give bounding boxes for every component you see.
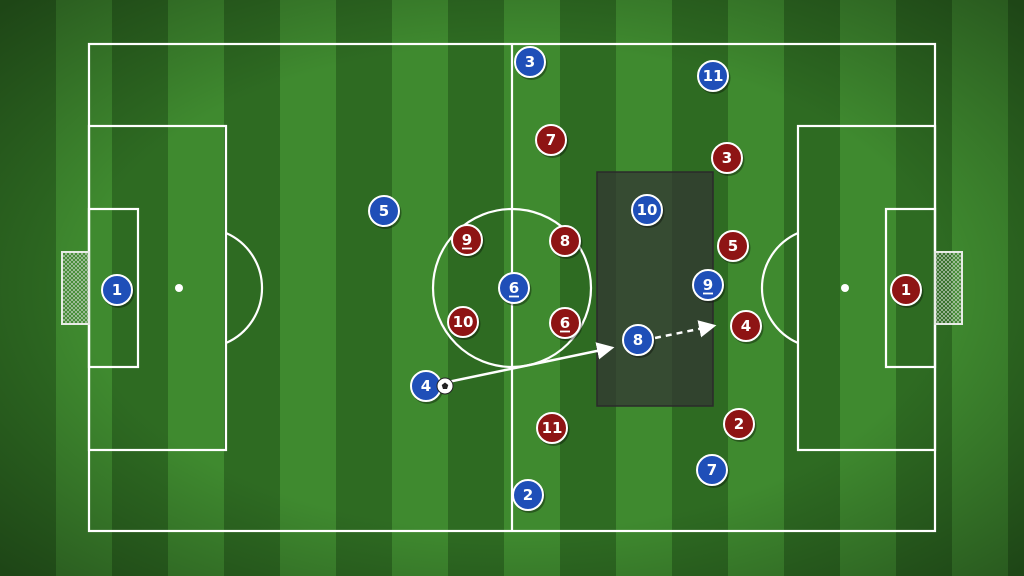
red-player-number: 8 <box>560 232 570 250</box>
red-player-number: 4 <box>741 317 751 335</box>
red-player-marker <box>711 142 743 174</box>
blue-player-marker <box>512 479 544 511</box>
blue-player-3: 3 <box>514 46 548 80</box>
blue-player-number: 3 <box>525 53 535 71</box>
center-circle <box>431 207 593 369</box>
blue-player-number: 10 <box>637 201 658 219</box>
red-player-number: 10 <box>453 313 474 331</box>
left-goal <box>61 251 90 325</box>
blue-player-number: 9 <box>703 276 713 294</box>
blue-player-marker <box>631 194 663 226</box>
red-player-marker <box>451 224 483 256</box>
red-player-10: 10 <box>447 306 481 340</box>
left-penalty-arc <box>225 231 264 345</box>
red-player-4: 4 <box>730 310 764 344</box>
red-player-number: 6 <box>560 314 570 332</box>
blue-player-10: 10 <box>631 194 665 228</box>
red-player-number: 11 <box>542 419 563 437</box>
red-player-marker <box>549 225 581 257</box>
blue-player-number: 5 <box>379 202 389 220</box>
left-penalty-spot <box>175 284 183 292</box>
blue-player-number: 11 <box>703 67 724 85</box>
blue-player-11: 11 <box>697 60 731 94</box>
red-player-marker <box>549 307 581 339</box>
red-player-marker <box>730 310 762 342</box>
red-player-number: 9 <box>462 231 472 249</box>
red-player-5: 5 <box>717 230 751 264</box>
blue-player-2: 2 <box>512 479 546 513</box>
red-player-number: 3 <box>722 149 732 167</box>
red-player-number: 2 <box>734 415 744 433</box>
red-player-number: 1 <box>901 281 911 299</box>
blue-player-5: 5 <box>368 195 402 229</box>
red-player-7: 7 <box>535 124 569 158</box>
blue-player-number: 6 <box>509 279 519 297</box>
red-player-9: 9 <box>451 224 485 258</box>
blue-player-4: 4 <box>410 370 444 404</box>
red-player-6: 6 <box>549 307 583 341</box>
right-penalty-spot <box>841 284 849 292</box>
blue-player-1: 1 <box>101 274 135 308</box>
blue-player-8: 8 <box>622 324 656 358</box>
red-player-marker <box>717 230 749 262</box>
blue-player-marker <box>692 269 724 301</box>
blue-player-6: 6 <box>498 272 532 306</box>
blue-player-number: 1 <box>112 281 122 299</box>
blue-player-marker <box>696 454 728 486</box>
blue-player-marker <box>622 324 654 356</box>
blue-player-9: 9 <box>692 269 726 303</box>
ball <box>436 377 454 395</box>
blue-player-marker <box>498 272 530 304</box>
red-player-1: 1 <box>890 274 924 308</box>
red-player-marker <box>536 412 568 444</box>
blue-player-number: 8 <box>633 331 643 349</box>
red-player-marker <box>535 124 567 156</box>
blue-player-marker <box>101 274 133 306</box>
red-player-11: 11 <box>536 412 570 446</box>
red-player-number: 7 <box>546 131 556 149</box>
right-goal <box>934 251 963 325</box>
red-player-8: 8 <box>549 225 583 259</box>
blue-player-7: 7 <box>696 454 730 488</box>
red-player-marker <box>447 306 479 338</box>
blue-player-marker <box>368 195 400 227</box>
run-arrow <box>654 320 717 340</box>
right-penalty-arc <box>760 231 799 345</box>
blue-player-marker <box>697 60 729 92</box>
blue-player-number: 2 <box>523 486 533 504</box>
red-player-marker <box>890 274 922 306</box>
pass-arrow <box>447 342 615 384</box>
red-player-2: 2 <box>723 408 757 442</box>
blue-player-marker <box>514 46 546 78</box>
players-layer: 1 3 5 6 4 2 10 9 8 11 7 7 9 8 10 6 11 3 5 4 2 1 <box>101 46 924 513</box>
blue-player-number: 7 <box>707 461 717 479</box>
red-player-3: 3 <box>711 142 745 176</box>
red-player-marker <box>723 408 755 440</box>
red-player-number: 5 <box>728 237 738 255</box>
blue-player-number: 4 <box>421 377 431 395</box>
